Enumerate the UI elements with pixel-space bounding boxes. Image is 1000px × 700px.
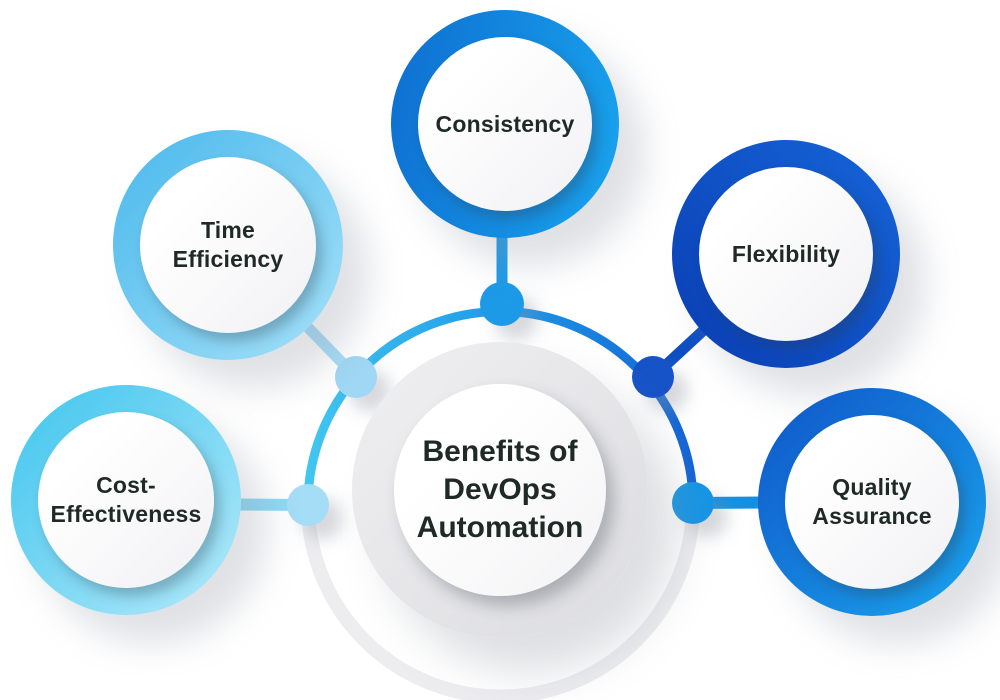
- title-line: Benefits of: [422, 435, 578, 468]
- label-line: Consistency: [435, 110, 575, 137]
- label-line: Assurance: [812, 503, 932, 529]
- label-line: Effectiveness: [50, 501, 202, 527]
- node-time-efficiency: Time Efficiency: [113, 130, 343, 360]
- diagram-title: Benefits of DevOps Automation: [417, 433, 584, 547]
- node-cost-effectiveness-face: Cost- Effectiveness: [38, 412, 214, 588]
- node-flexibility: Flexibility: [672, 140, 900, 368]
- node-flexibility-face: Flexibility: [699, 167, 873, 341]
- node-consistency-face: Consistency: [418, 37, 592, 211]
- node-consistency-label: Consistency: [436, 110, 575, 139]
- label-line: Time: [200, 217, 256, 243]
- node-flexibility-label: Flexibility: [732, 240, 840, 269]
- label-line: Efficiency: [172, 246, 284, 272]
- hub-ring-bottom-arc: [301, 502, 701, 700]
- dot-quality-assurance: [672, 482, 714, 524]
- node-quality-assurance: Quality Assurance: [758, 388, 986, 616]
- label-line: Cost-: [96, 472, 156, 498]
- label-line: Quality: [832, 474, 912, 500]
- title-line: Automation: [416, 511, 584, 544]
- dot-time-efficiency: [335, 356, 377, 398]
- dot-flexibility: [632, 356, 674, 398]
- node-time-efficiency-label: Time Efficiency: [173, 216, 284, 274]
- label-line: Flexibility: [731, 240, 841, 267]
- hub-circle: Benefits of DevOps Automation: [394, 384, 606, 596]
- dot-consistency: [480, 282, 524, 326]
- node-time-efficiency-face: Time Efficiency: [140, 157, 316, 333]
- node-consistency: Consistency: [391, 10, 619, 238]
- node-cost-effectiveness: Cost- Effectiveness: [11, 385, 241, 615]
- node-quality-assurance-face: Quality Assurance: [785, 415, 959, 589]
- dot-cost-effectiveness: [287, 484, 329, 526]
- node-quality-assurance-label: Quality Assurance: [812, 473, 931, 531]
- title-line: DevOps: [443, 473, 557, 506]
- node-cost-effectiveness-label: Cost- Effectiveness: [51, 471, 202, 529]
